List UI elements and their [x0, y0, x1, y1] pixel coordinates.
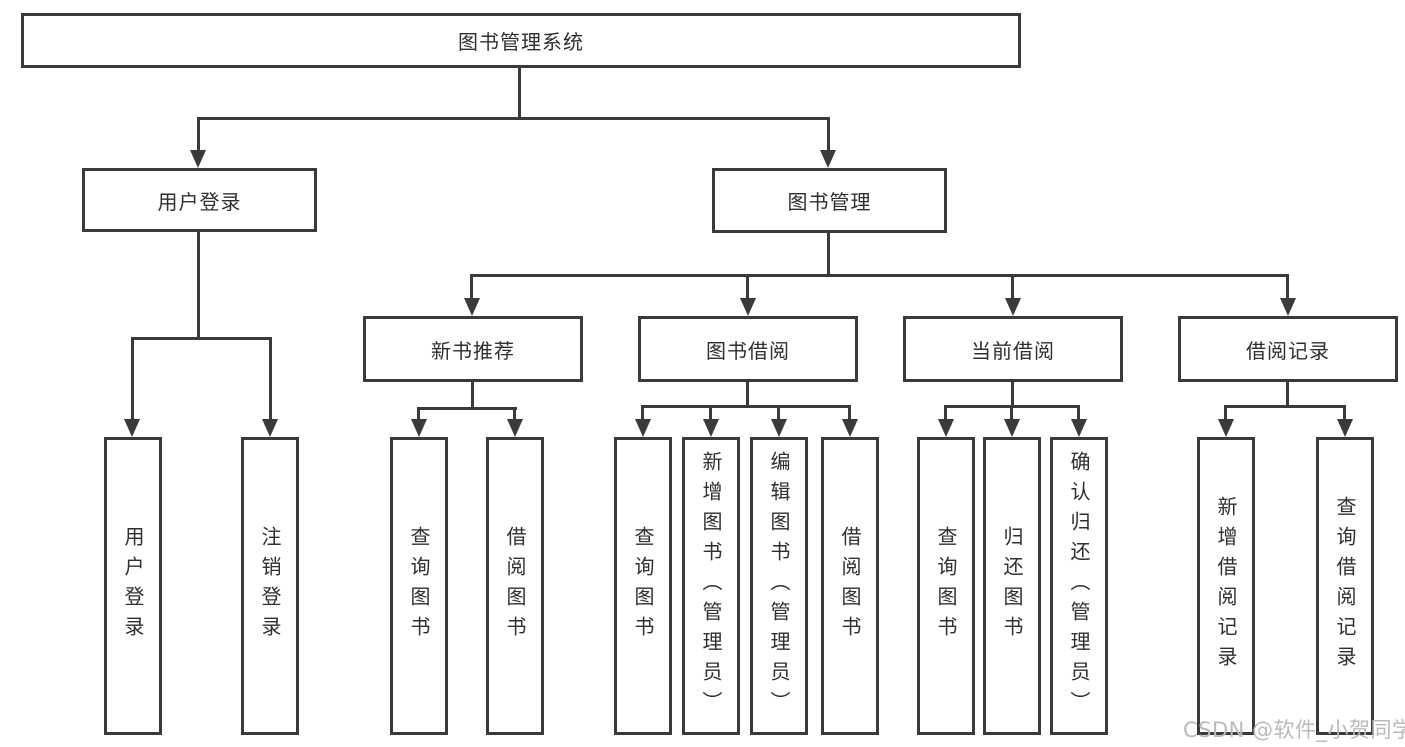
node-label: 查询借阅记录: [1333, 496, 1357, 676]
node-leaf-query-books-3: 查询图书: [917, 437, 975, 735]
arrow-down-icon: [1280, 298, 1296, 316]
node-label: 借阅图书: [503, 526, 527, 646]
connector-line: [1343, 405, 1346, 419]
arrow-down-icon: [938, 419, 954, 437]
arrow-down-icon: [703, 419, 719, 437]
connector-line: [709, 405, 712, 419]
connector-line: [197, 117, 200, 151]
node-label: 新增图书（管理员）: [699, 451, 723, 721]
connector-line: [1224, 405, 1227, 419]
arrow-down-icon: [1004, 419, 1020, 437]
arrow-down-icon: [262, 419, 278, 437]
node-label: 图书管理系统: [458, 30, 584, 54]
arrow-down-icon: [411, 419, 427, 437]
connector-line: [471, 382, 474, 407]
arrow-down-icon: [1071, 419, 1087, 437]
connector-line: [1011, 274, 1014, 298]
node-leaf-logout: 注销登录: [241, 437, 299, 735]
node-label: 新书推荐: [431, 338, 515, 363]
connector-line: [1286, 382, 1289, 405]
arrow-down-icon: [1337, 419, 1353, 437]
connector-line: [1077, 405, 1080, 419]
connector-line: [746, 382, 749, 405]
csdn-watermark: CSDN @软件_小贺同学: [1183, 718, 1405, 742]
arrow-down-icon: [507, 419, 523, 437]
node-label: 当前借阅: [971, 338, 1055, 363]
node-label: 用户登录: [157, 189, 242, 214]
connector-line: [417, 407, 517, 410]
node-borrowing-records: 借阅记录: [1178, 316, 1398, 382]
connector-line: [470, 274, 473, 298]
connector-line: [827, 233, 830, 274]
connector-line: [131, 337, 272, 340]
connector-line: [518, 68, 521, 118]
node-leaf-edit-books-admin: 编辑图书（管理员）: [750, 437, 808, 735]
arrow-down-icon: [771, 419, 787, 437]
arrow-down-icon: [464, 298, 480, 316]
node-label: 图书管理: [787, 190, 872, 214]
connector-line: [746, 274, 749, 298]
node-label: 查询图书: [934, 526, 958, 646]
node-leaf-query-books-2: 查询图书: [614, 437, 672, 735]
connector-line: [513, 407, 516, 419]
node-user-login: 用户登录: [82, 168, 317, 232]
arrow-down-icon: [190, 150, 206, 168]
connector-line: [269, 337, 272, 419]
arrow-down-icon: [842, 419, 858, 437]
node-leaf-query-books-1: 查询图书: [390, 437, 448, 735]
node-label: 借阅图书: [838, 526, 862, 646]
node-leaf-borrow-books-1: 借阅图书: [486, 437, 544, 735]
node-label: 用户登录: [121, 526, 145, 646]
node-label: 查询图书: [407, 526, 431, 646]
arrow-down-icon: [1005, 298, 1021, 316]
connector-line: [131, 337, 134, 419]
connector-line: [641, 405, 644, 419]
connector-line: [417, 407, 420, 419]
node-label: 新增借阅记录: [1214, 496, 1238, 676]
node-label: 编辑图书（管理员）: [767, 451, 791, 721]
connector-line: [944, 405, 947, 419]
arrow-down-icon: [820, 150, 836, 168]
connector-line: [470, 274, 1289, 277]
connector-line: [1010, 405, 1013, 419]
arrow-down-icon: [124, 419, 140, 437]
arrow-down-icon: [1218, 419, 1234, 437]
node-library-management-system: 图书管理系统: [21, 13, 1021, 68]
node-book-borrowing: 图书借阅: [638, 316, 858, 382]
arrow-down-icon: [635, 419, 651, 437]
node-leaf-borrow-books-2: 借阅图书: [821, 437, 879, 735]
node-label: 图书借阅: [706, 338, 790, 363]
node-label: 借阅记录: [1246, 338, 1330, 363]
connector-line: [641, 405, 851, 408]
connector-line: [827, 117, 830, 151]
node-leaf-return-books: 归还图书: [983, 437, 1041, 735]
connector-line: [1224, 405, 1346, 408]
connector-line: [1011, 382, 1014, 405]
connector-line: [1286, 274, 1289, 298]
node-label: 归还图书: [1000, 526, 1024, 646]
node-leaf-user-login: 用户登录: [104, 437, 162, 735]
node-leaf-add-books-admin: 新增图书（管理员）: [682, 437, 740, 735]
connector-line: [197, 117, 830, 120]
node-label: 查询图书: [631, 526, 655, 646]
node-book-management: 图书管理: [712, 168, 947, 233]
node-label: 注销登录: [258, 526, 282, 646]
node-label: 确认归还（管理员）: [1067, 451, 1091, 721]
connector-line: [777, 405, 780, 419]
arrow-down-icon: [740, 298, 756, 316]
node-leaf-confirm-return-admin: 确认归还（管理员）: [1050, 437, 1108, 735]
node-leaf-query-borrow-record: 查询借阅记录: [1316, 437, 1374, 735]
node-current-borrowing: 当前借阅: [903, 316, 1123, 382]
node-leaf-add-borrow-record: 新增借阅记录: [1197, 437, 1255, 735]
connector-line: [848, 405, 851, 419]
node-new-book-recommend: 新书推荐: [363, 316, 583, 382]
connector-line: [197, 232, 200, 337]
